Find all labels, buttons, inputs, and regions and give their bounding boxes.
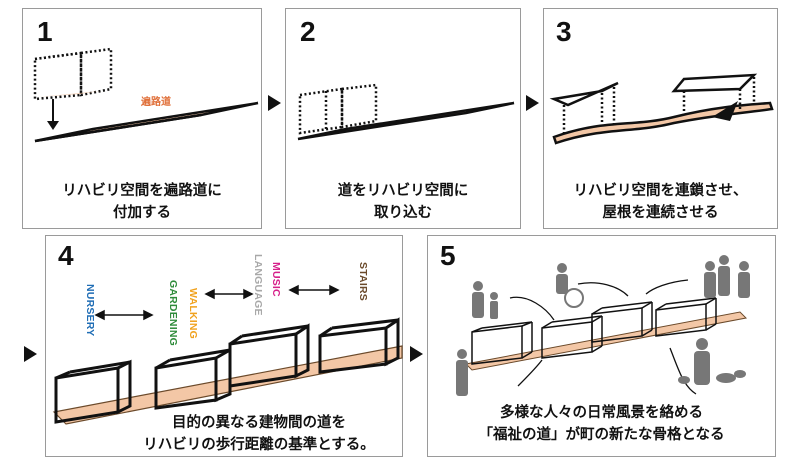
step-2-illustration [297,83,515,141]
label-walking: WALKING [187,288,199,339]
step-4-illustration [52,284,403,425]
label-language: LANGUAGE [252,254,264,316]
step-2-caption-line-2: 取り込む [374,205,432,221]
step-4-number: 4 [58,240,74,271]
step-3-caption-line-1: リハビリ空間を連鎖させ、 [573,183,748,199]
step-5-panel: 5 多様な人々の日常風景 [427,235,776,457]
step-1-caption-line-2: 付加する [113,205,171,221]
step-4-caption-line-2: リハビリの歩行距離の基準とする。 [143,437,375,453]
rehab-space-frame [33,47,113,101]
road-label: 遍路道 [141,97,171,108]
step-3-illustration [549,73,774,145]
step-1-panel: 1 遍路道 リハビリ空間を遍路道に 付加する [22,8,262,229]
direction-arrow-icon [712,101,738,121]
step-4-caption-line-1: 目的の異なる建物間の道を [172,415,346,431]
step-1-illustration [33,47,259,143]
arrow-1-to-2-icon [268,95,281,111]
step-5-caption-line-1: 多様な人々の日常風景を絡める [500,405,703,421]
step-2-panel: 2 道をリハビリ空間に 取り込む [285,8,521,229]
arrow-2-to-3-icon [526,95,539,111]
arrow-4-to-5-icon [410,346,423,362]
step-2-number: 2 [300,16,316,47]
step-3-caption-line-2: 屋根を連続させる [602,205,719,221]
step-1-number: 1 [37,16,53,47]
label-nursery: NURSERY [84,284,96,337]
step-3-number: 3 [556,16,572,47]
label-gardening: GARDENING [167,280,179,346]
step-5-illustration [456,255,750,396]
label-stairs: STAIRS [357,262,369,301]
step-2-caption-line-1: 道をリハビリ空間に [337,183,469,199]
people-silhouettes-icon [456,255,750,396]
step-1-caption-line-1: リハビリ空間を遍路道に [62,183,222,199]
step-4-panel: 4 NURSERY GARDENING WALKING LANGUAGE MUS… [45,235,403,457]
label-music: MUSIC [270,262,282,297]
arrow-into-4-icon [24,346,37,362]
step-5-caption-line-2: 「福祉の道」が町の新たな骨格となる [478,427,725,443]
step-5-number: 5 [440,240,456,271]
step-3-panel: 3 リハビリ空間を連鎖させ、 屋根を連続させる [543,8,778,229]
